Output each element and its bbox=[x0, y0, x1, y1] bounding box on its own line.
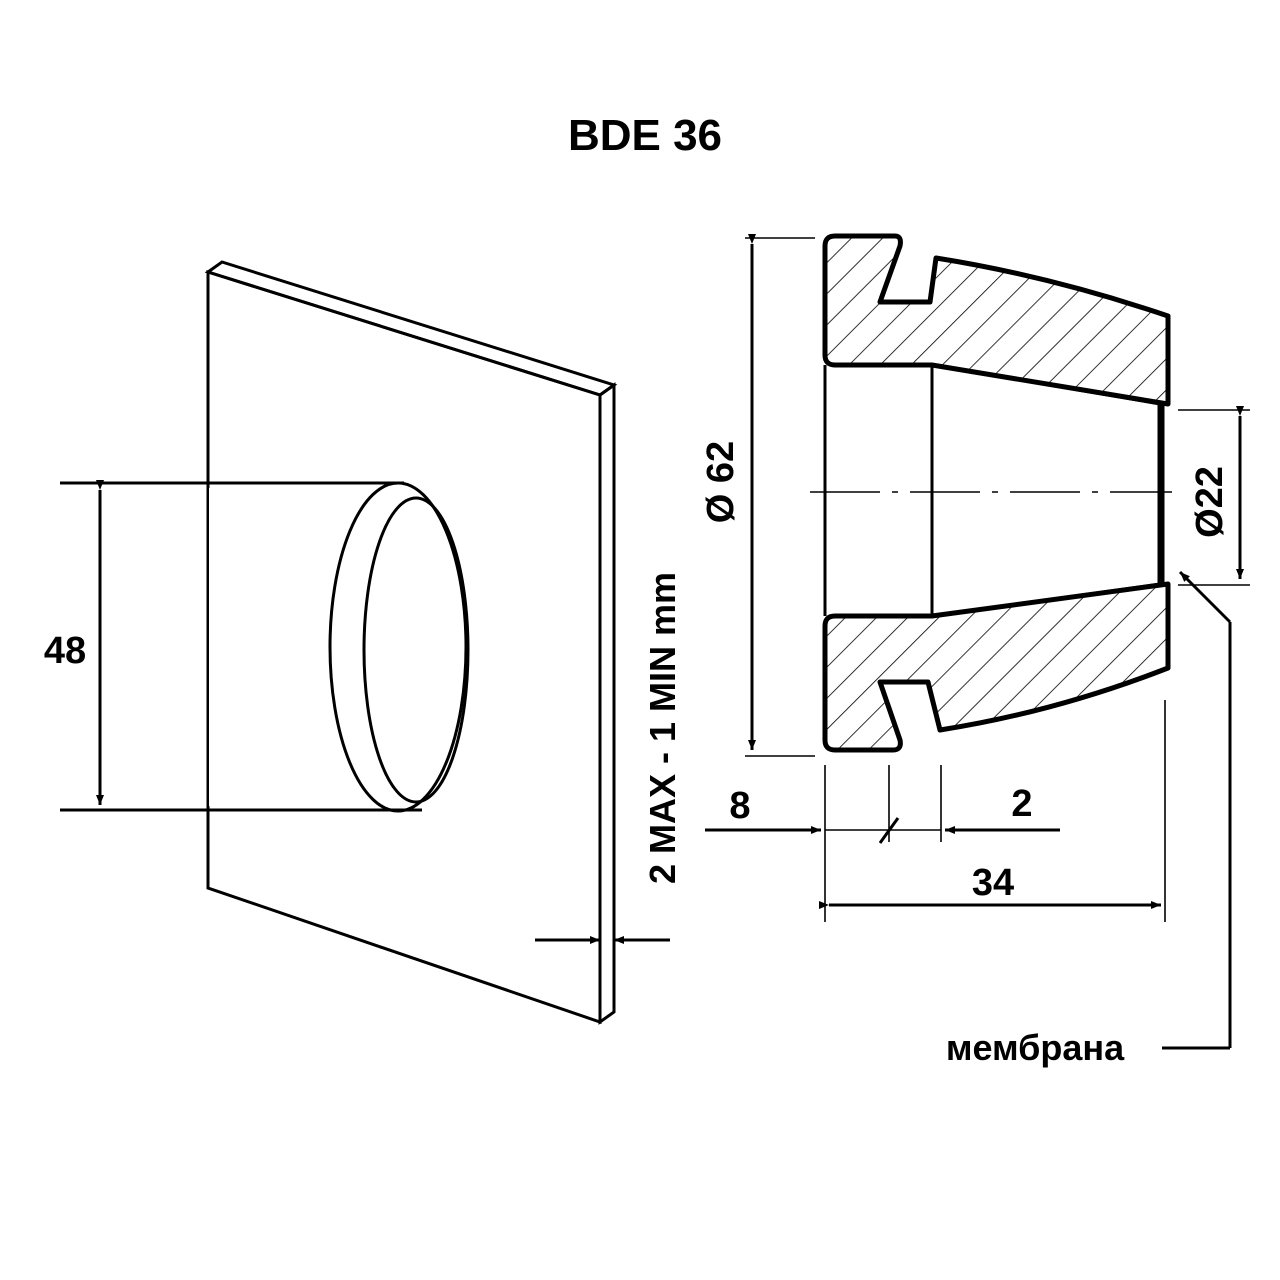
membrane-callout: мембрана bbox=[946, 570, 1232, 1068]
total-length-dimension: 34 bbox=[819, 862, 1161, 909]
inner-diameter-dimension: Ø22 bbox=[1178, 406, 1250, 586]
panel-edge bbox=[204, 260, 618, 397]
panel-thickness-dimension: 2 MAX - 1 MIN mm bbox=[535, 572, 683, 944]
hole-cylinder bbox=[60, 481, 470, 813]
groove-width-label: 2 bbox=[1011, 783, 1032, 825]
drawing-title: BDE 36 bbox=[568, 111, 722, 160]
total-length-label: 34 bbox=[972, 862, 1014, 904]
panel-thickness-label: 2 MAX - 1 MIN mm bbox=[642, 572, 683, 884]
inner-diameter-label: Ø22 bbox=[1189, 466, 1231, 538]
outer-diameter-dimension: Ø 62 bbox=[700, 234, 815, 757]
panel-drawing: 48 2 MAX - 1 MIN mm bbox=[44, 260, 683, 1025]
grommet-upper-wall bbox=[822, 233, 1171, 407]
membrane-label: мембрана bbox=[946, 1027, 1125, 1068]
grommet-section: Ø 62 Ø22 8 2 34 bbox=[700, 233, 1250, 1068]
outer-diameter-label: Ø 62 bbox=[700, 441, 742, 523]
hole-diameter-label: 48 bbox=[44, 630, 86, 672]
panel-edge-side bbox=[598, 382, 616, 1025]
flange-width-label: 8 bbox=[729, 785, 750, 827]
grommet-lower-wall bbox=[822, 581, 1171, 753]
flange-groove-dimension: 8 2 bbox=[705, 783, 1060, 844]
hole-diameter-dimension: 48 bbox=[44, 480, 104, 805]
